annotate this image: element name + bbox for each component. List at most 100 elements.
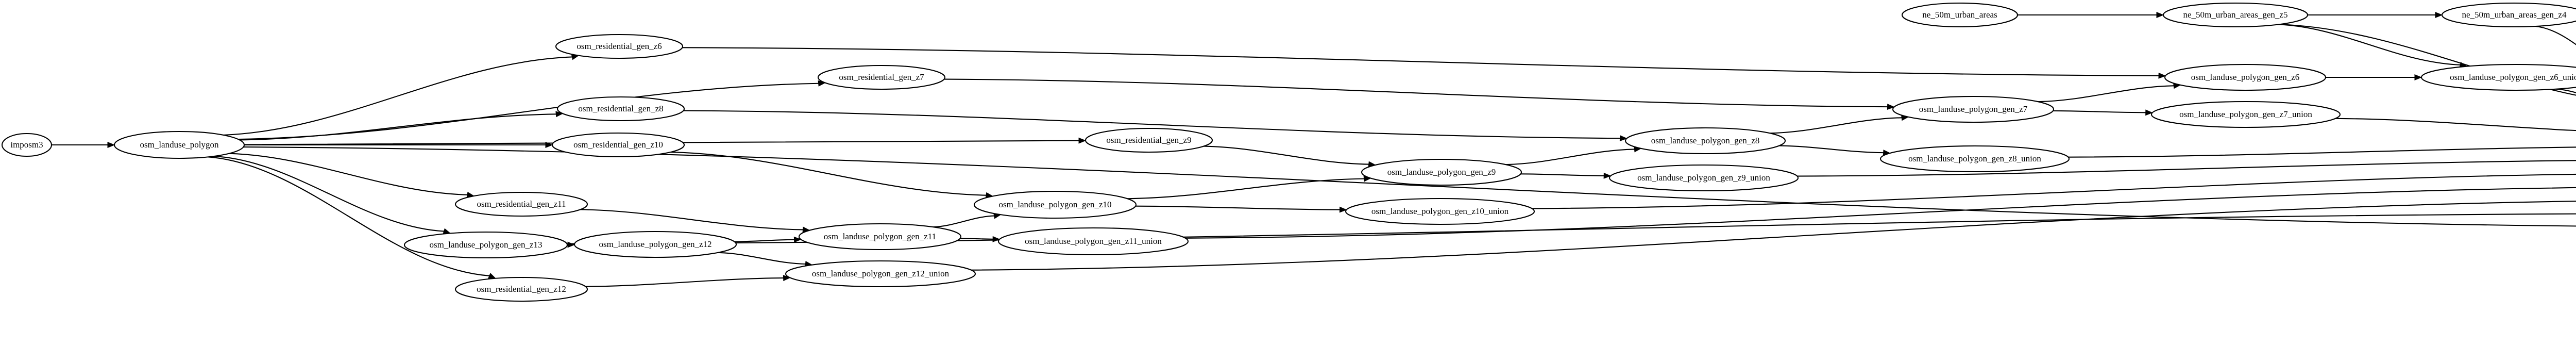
edge [208, 156, 489, 276]
node-ellipse [2421, 63, 2576, 91]
graph-node-osm-landuse-polygon-gen-z11[interactable]: osm_landuse_polygon_gen_z11 [798, 223, 962, 251]
node-ellipse [1361, 158, 1522, 186]
node-ellipse [573, 231, 737, 258]
node-ellipse [2162, 2, 2309, 28]
node-label: osm_landuse_polygon_gen_z9_union [1637, 173, 1770, 183]
graph-node-osm-landuse-polygon-gen-z9-union[interactable]: osm_landuse_polygon_gen_z9_union [1608, 164, 1799, 192]
node-ellipse [997, 227, 1189, 256]
node-ellipse [454, 276, 588, 302]
node-ellipse [785, 260, 976, 288]
node-label: osm_landuse_polygon_gen_z7_union [2179, 109, 2312, 119]
edge-arrowhead [1078, 137, 1087, 144]
node-ellipse [2441, 2, 2576, 28]
graph-node-imposm3[interactable]: imposm3 [1, 133, 53, 157]
graph-node-osm-residential-gen-z12[interactable]: osm_residential_gen_z12 [454, 276, 588, 302]
edge [718, 252, 806, 265]
graph-node-osm-landuse-polygon-gen-z7-union[interactable]: osm_landuse_polygon_gen_z7_union [2150, 101, 2341, 128]
edge-arrowhead [2158, 72, 2166, 79]
graph-node-osm-landuse-polygon-gen-z10[interactable]: osm_landuse_polygon_gen_z10 [973, 190, 1137, 219]
edge-arrowhead [2414, 74, 2422, 80]
graph-node-osm-landuse-polygon-gen-z9[interactable]: osm_landuse_polygon_gen_z9 [1361, 158, 1522, 186]
edge [223, 56, 572, 136]
node-label: osm_residential_gen_z8 [578, 104, 663, 113]
node-label: osm_landuse_polygon_gen_z10 [998, 200, 1111, 209]
edge [2535, 25, 2576, 45]
edge [2279, 24, 2576, 96]
node-label: osm_landuse_polygon_gen_z7 [1919, 104, 2028, 114]
node-label: osm_residential_gen_z7 [839, 72, 924, 82]
edge [960, 238, 993, 240]
node-label: osm_residential_gen_z11 [477, 199, 566, 209]
graph-node-osm-landuse-polygon-gen-z13[interactable]: osm_landuse_polygon_gen_z13 [403, 231, 568, 259]
node-label: osm_landuse_polygon_gen_z6 [2191, 72, 2300, 82]
node-ellipse [113, 130, 245, 159]
edge [1532, 173, 2576, 209]
node-label: osm_landuse_polygon_gen_z10_union [1371, 206, 1509, 216]
node-ellipse [1624, 127, 1786, 155]
edge [214, 155, 444, 232]
edge-arrowhead [783, 275, 791, 282]
edge-arrowhead [107, 142, 115, 148]
edge-arrowhead [2435, 12, 2443, 18]
graph-node-osm-residential-gen-z9[interactable]: osm_residential_gen_z9 [1084, 127, 1213, 153]
edge [683, 110, 1620, 139]
edge-arrowhead [1339, 206, 1347, 213]
node-ellipse [556, 96, 685, 122]
node-label: osm_landuse_polygon_gen_z12 [599, 239, 711, 249]
node-label: osm_landuse_polygon_gen_z13 [429, 240, 542, 250]
node-label: osm_landuse_polygon [140, 140, 219, 150]
node-label: osm_landuse_polygon_gen_z8 [1651, 136, 1760, 145]
node-ellipse [1879, 145, 2070, 173]
graph-node-osm-residential-gen-z11[interactable]: osm_residential_gen_z11 [454, 191, 588, 217]
edge [2068, 146, 2576, 158]
edge [1779, 145, 1884, 154]
graph-node-osm-landuse-polygon-gen-z12-union[interactable]: osm_landuse_polygon_gen_z12_union [785, 260, 976, 288]
node-label: ne_50m_urban_areas [1922, 10, 1997, 20]
node-ellipse [1608, 164, 1799, 192]
edge [1797, 160, 2576, 177]
node-label: ne_50m_urban_areas_gen_z4 [2462, 10, 2567, 20]
graph-node-osm-residential-gen-z8[interactable]: osm_residential_gen_z8 [556, 96, 685, 122]
edge [2278, 24, 2461, 65]
graph-node-osm-landuse-polygon[interactable]: osm_landuse_polygon [113, 130, 245, 159]
node-label: osm_landuse_polygon_gen_z9 [1387, 167, 1496, 177]
edges-layer [52, 12, 2576, 287]
graph-node-ne-50m-urban-areas[interactable]: ne_50m_urban_areas [1901, 2, 2019, 28]
edge-arrowhead [545, 142, 553, 148]
graph-node-osm-landuse-polygon-gen-z8-union[interactable]: osm_landuse_polygon_gen_z8_union [1879, 145, 2070, 173]
graph-node-osm-landuse-polygon-gen-z11-union[interactable]: osm_landuse_polygon_gen_z11_union [997, 227, 1189, 256]
edge [1204, 145, 1369, 165]
graph-node-osm-landuse-polygon-gen-z10-union[interactable]: osm_landuse_polygon_gen_z10_union [1345, 198, 1535, 225]
node-label: imposm3 [10, 140, 43, 150]
graph-node-ne-50m-urban-areas-gen-z4[interactable]: ne_50m_urban_areas_gen_z4 [2441, 2, 2576, 28]
edge-arrowhead [488, 273, 497, 279]
node-ellipse [551, 132, 685, 158]
edge-arrowhead [992, 236, 1001, 242]
graph-node-osm-residential-gen-z7[interactable]: osm_residential_gen_z7 [817, 64, 946, 90]
edge-arrowhead [2145, 109, 2154, 116]
graph-node-osm-landuse-polygon-gen-z7[interactable]: osm_landuse_polygon_gen_z7 [1892, 95, 2055, 123]
node-label: osm_residential_gen_z10 [573, 140, 663, 150]
edge [2038, 85, 2174, 103]
graph-node-osm-residential-gen-z6[interactable]: osm_residential_gen_z6 [555, 34, 684, 59]
edge [2335, 118, 2576, 131]
node-label: osm_landuse_polygon_gen_z12_union [812, 269, 950, 278]
edge [2053, 110, 2146, 113]
edge [1505, 149, 1635, 166]
graph-node-osm-landuse-polygon-gen-z6[interactable]: osm_landuse_polygon_gen_z6 [2164, 63, 2327, 91]
edge [682, 47, 2159, 76]
graph-node-ne-50m-urban-areas-gen-z5[interactable]: ne_50m_urban_areas_gen_z5 [2162, 2, 2309, 28]
node-ellipse [1901, 2, 2019, 28]
graph-node-osm-landuse-polygon-gen-z8[interactable]: osm_landuse_polygon_gen_z8 [1624, 127, 1786, 155]
graph-node-osm-landuse-polygon-gen-z12[interactable]: osm_landuse_polygon_gen_z12 [573, 231, 737, 258]
edge-arrowhead [555, 111, 564, 118]
edge [585, 277, 784, 287]
graph-node-osm-landuse-polygon-gen-z6-union[interactable]: osm_landuse_polygon_gen_z6_union [2421, 63, 2576, 91]
node-ellipse [798, 223, 962, 251]
node-ellipse [1892, 95, 2055, 123]
edge [670, 151, 987, 196]
graph-node-osm-residential-gen-z10[interactable]: osm_residential_gen_z10 [551, 132, 685, 158]
edge [1136, 205, 1340, 210]
edge [944, 78, 1888, 108]
